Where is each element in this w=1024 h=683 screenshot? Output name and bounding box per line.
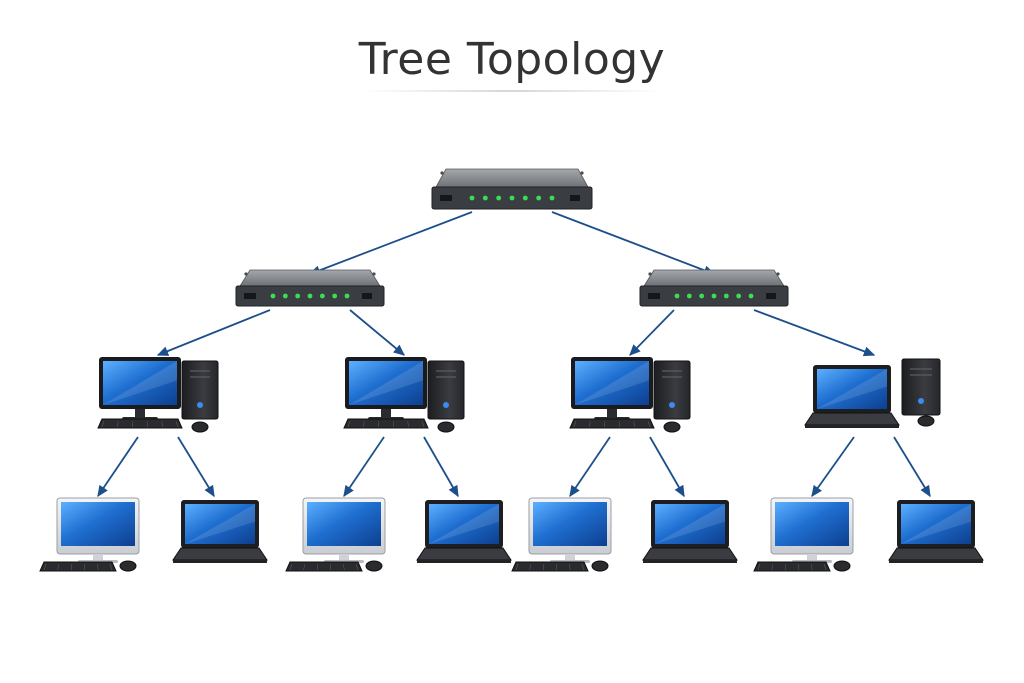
desktop-pc-2 [343,357,465,433]
link-pc-4-leaf-8 [893,436,931,498]
diagram-title: Tree Topology [358,34,666,85]
link-root-sw-left [308,211,473,276]
monitor-leaf-3 [285,497,386,572]
link-pc-4-leaf-7 [811,436,855,498]
link-pc-3-leaf-6 [649,436,685,498]
link-sw-right-pc-4 [753,309,876,357]
title-underline [362,90,662,92]
laptop-leaf-4 [416,500,512,563]
switch-sw-left [235,269,385,307]
nodes-layer [39,168,984,572]
link-sw-right-pc-3 [629,309,675,356]
link-root-sw-right [551,211,716,276]
desktop-pc-1 [97,357,219,433]
desktop-pc-3 [569,357,691,433]
laptop-leaf-8 [888,500,984,563]
links-layer [97,211,931,498]
link-pc-2-leaf-3 [343,436,385,498]
link-pc-1-leaf-1 [97,436,139,498]
switch-root [431,168,593,210]
monitor-leaf-5 [511,497,612,572]
laptop-leaf-6 [642,500,738,563]
link-pc-2-leaf-4 [423,436,459,498]
switch-sw-right [639,269,789,307]
link-pc-3-leaf-5 [569,436,611,498]
laptop-tower-pc-4 [804,358,941,428]
link-pc-1-leaf-2 [177,436,215,498]
link-sw-left-pc-1 [156,309,271,356]
laptop-leaf-2 [172,500,268,563]
link-sw-left-pc-2 [349,309,405,356]
monitor-leaf-1 [39,497,140,572]
monitor-leaf-7 [753,497,854,572]
